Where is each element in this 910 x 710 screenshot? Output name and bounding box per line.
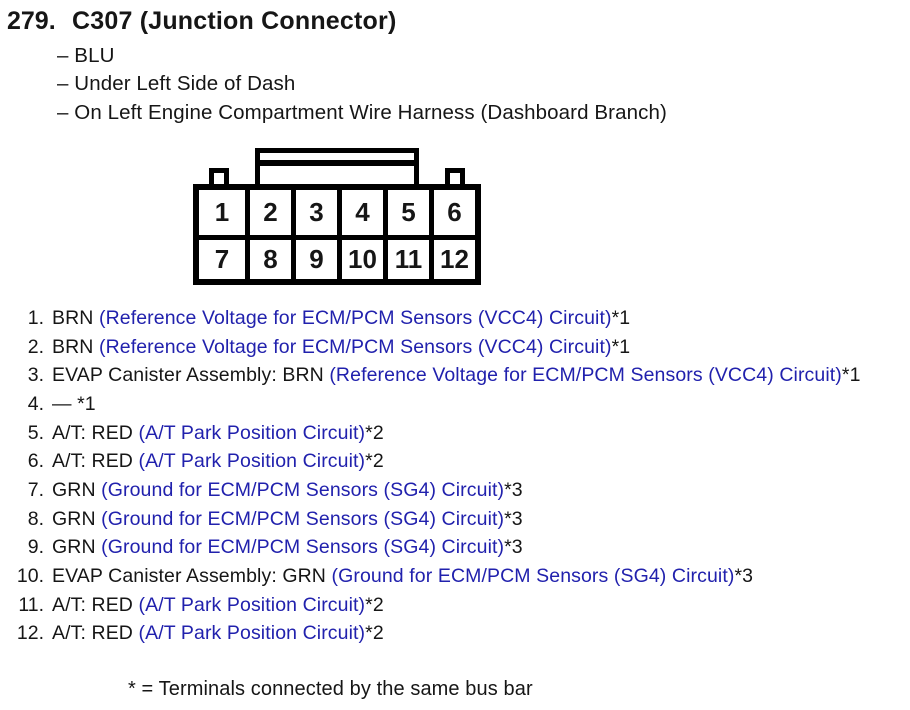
pin-number: 12. [16, 622, 44, 645]
pin-number: 4. [27, 392, 44, 415]
busbar-reference: *2 [365, 421, 384, 444]
circuit-description: (Reference Voltage for ECM/PCM Sensors (… [329, 364, 842, 387]
wire-color-label: EVAP Canister Assembly: BRN [52, 364, 330, 387]
busbar-reference: *1 [611, 335, 631, 358]
wire-color-label: BRN [52, 306, 99, 329]
connector-latch [255, 148, 419, 184]
busbar-reference: *2 [365, 450, 384, 473]
circuit-description: (Reference Voltage for ECM/PCM Sensors (… [99, 335, 612, 358]
circuit-description: (A/T Park Position Circuit) [138, 593, 366, 616]
connector-detail-1: – Under Left Side of Dash [57, 72, 296, 96]
wire-color-label: A/T: RED [52, 593, 139, 616]
pin-number: 7. [27, 478, 44, 501]
connector-pin-6: 6 [429, 190, 475, 235]
circuit-description: (A/T Park Position Circuit) [138, 421, 366, 444]
pin-description: — *1 [52, 393, 96, 416]
pin-list-item-5: 5. A/T: RED (A/T Park Position Circuit)*2 [0, 419, 910, 448]
circuit-description: (A/T Park Position Circuit) [138, 450, 366, 473]
busbar-reference: *2 [365, 622, 384, 645]
wire-color-label: — *1 [52, 392, 96, 415]
wire-color-label: A/T: RED [52, 421, 139, 444]
wire-color-label: GRN [52, 507, 102, 530]
pin-description-list: 1. BRN (Reference Voltage for ECM/PCM Sen… [0, 304, 910, 648]
connector-pin-11: 11 [383, 234, 429, 279]
footnote: * = Terminals connected by the same bus … [128, 678, 533, 700]
pin-number: 6. [27, 450, 44, 473]
pin-description: A/T: RED (A/T Park Position Circuit)*2 [52, 450, 384, 473]
busbar-reference: *3 [734, 565, 754, 588]
connector-tab-right [445, 168, 465, 184]
pin-description: BRN (Reference Voltage for ECM/PCM Senso… [52, 307, 630, 330]
pin-description: A/T: RED (A/T Park Position Circuit)*2 [52, 422, 384, 445]
connector-pin-4: 4 [337, 190, 383, 235]
circuit-description: (Ground for ECM/PCM Sensors (SG4) Circui… [101, 507, 505, 530]
pin-description: EVAP Canister Assembly: BRN (Reference V… [52, 364, 861, 387]
pin-description: A/T: RED (A/T Park Position Circuit)*2 [52, 622, 384, 645]
connector-pin-5: 5 [383, 190, 429, 235]
connector-pin-9: 9 [291, 234, 337, 279]
pin-number: 1. [27, 306, 44, 329]
pin-description: EVAP Canister Assembly: GRN (Ground for … [52, 565, 753, 588]
wire-color-label: GRN [52, 478, 102, 501]
pin-number: 9. [27, 536, 44, 559]
pin-number: 11. [18, 593, 44, 616]
busbar-reference: *1 [611, 306, 631, 329]
pin-list-item-2: 2. BRN (Reference Voltage for ECM/PCM Sen… [0, 333, 910, 362]
connector-latch-line [260, 160, 414, 166]
item-number: 279. [7, 7, 56, 35]
connector-pin-12: 12 [429, 234, 475, 279]
circuit-description: (A/T Park Position Circuit) [138, 622, 366, 645]
connector-pin-1: 1 [214, 196, 230, 227]
pin-description: BRN (Reference Voltage for ECM/PCM Senso… [52, 336, 630, 359]
connector-pin-3: 3 [291, 190, 337, 235]
pin-list-item-10: 10. EVAP Canister Assembly: GRN (Ground f… [0, 562, 910, 591]
busbar-reference: *1 [841, 364, 861, 387]
busbar-reference: *3 [504, 507, 523, 530]
connector-pin-7: 7 [199, 234, 245, 280]
pin-number: 10. [16, 565, 44, 588]
connector-detail-2: – On Left Engine Compartment Wire Harnes… [57, 100, 667, 124]
page-title: C307 (Junction Connector) [72, 7, 397, 35]
pin-list-item-4: 4. — *1 [0, 390, 910, 419]
wire-color-label: A/T: RED [52, 622, 139, 645]
page-heading: 279. C307 (Junction Connector) [7, 7, 396, 36]
wire-color-label: A/T: RED [52, 450, 139, 473]
busbar-reference: *3 [504, 478, 523, 501]
busbar-reference: *3 [504, 536, 523, 559]
connector-pin-2: 2 [245, 190, 291, 235]
connector-pin-10: 10 [337, 234, 383, 279]
connector-tab-left [209, 168, 229, 184]
circuit-description: (Reference Voltage for ECM/PCM Sensors (… [99, 306, 612, 329]
connector-pin-8: 8 [245, 234, 291, 279]
pin-list-item-3: 3. EVAP Canister Assembly: BRN (Reference… [0, 361, 910, 390]
pin-number: 5. [27, 421, 44, 444]
circuit-description: (Ground for ECM/PCM Sensors (SG4) Circui… [331, 565, 735, 588]
wire-color-label: GRN [52, 536, 102, 559]
pin-list-item-11: 11. A/T: RED (A/T Park Position Circuit)*… [0, 591, 910, 620]
pin-list-item-6: 6. A/T: RED (A/T Park Position Circuit)*2 [0, 447, 910, 476]
pin-list-item-12: 12. A/T: RED (A/T Park Position Circuit)*… [0, 620, 910, 649]
pin-number: 2. [27, 335, 44, 358]
pin-number: 3. [27, 364, 44, 387]
busbar-reference: *2 [365, 593, 384, 616]
pin-description: GRN (Ground for ECM/PCM Sensors (SG4) Ci… [52, 479, 523, 502]
pin-list-item-8: 8. GRN (Ground for ECM/PCM Sensors (SG4) … [0, 505, 910, 534]
wire-color-label: EVAP Canister Assembly: GRN [52, 565, 332, 588]
pin-description: GRN (Ground for ECM/PCM Sensors (SG4) Ci… [52, 536, 523, 559]
pin-description: A/T: RED (A/T Park Position Circuit)*2 [52, 594, 384, 617]
pin-list-item-1: 1. BRN (Reference Voltage for ECM/PCM Sen… [0, 304, 910, 333]
wire-color-label: BRN [52, 335, 99, 358]
pin-number: 8. [27, 507, 44, 530]
pin-list-item-7: 7. GRN (Ground for ECM/PCM Sensors (SG4) … [0, 476, 910, 505]
pin-list-item-9: 9. GRN (Ground for ECM/PCM Sensors (SG4) … [0, 534, 910, 563]
circuit-description: (Ground for ECM/PCM Sensors (SG4) Circui… [101, 536, 505, 559]
circuit-description: (Ground for ECM/PCM Sensors (SG4) Circui… [101, 478, 505, 501]
connector-detail-0: – BLU [57, 44, 115, 67]
connector-detail-list: – BLU – Under Left Side of Dash – On Left … [57, 42, 667, 127]
pin-description: GRN (Ground for ECM/PCM Sensors (SG4) Ci… [52, 508, 523, 531]
